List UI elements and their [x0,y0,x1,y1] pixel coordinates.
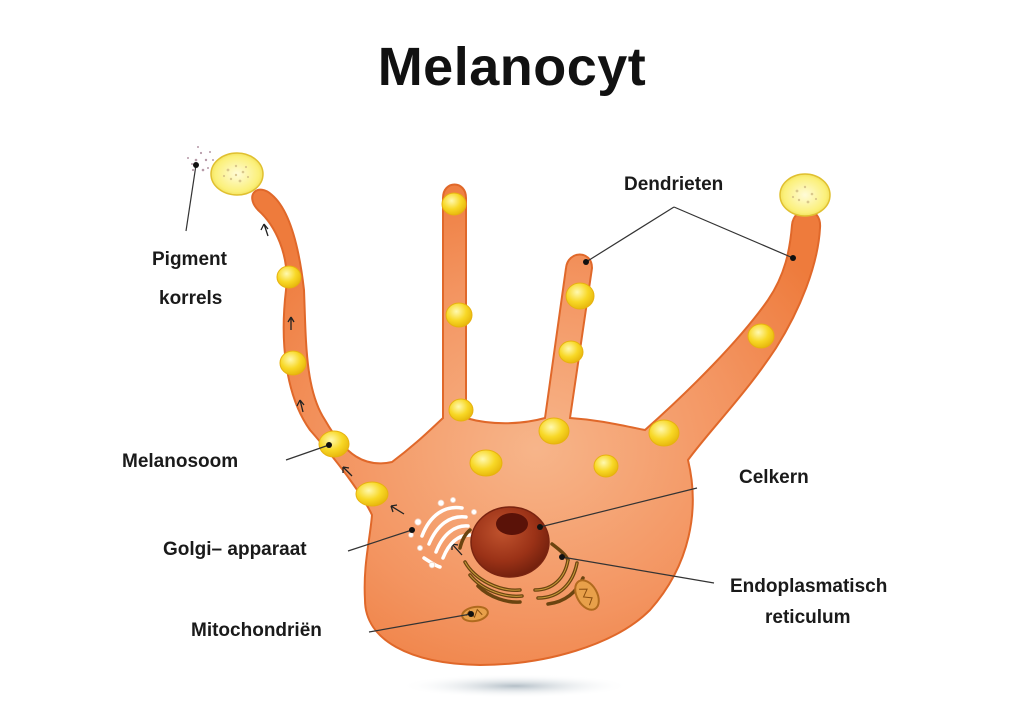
leader-dendrieten-1 [585,206,675,263]
leader-dots [193,162,796,617]
label-pigment-line2: korrels [159,288,223,309]
diagram-title: Melanocyt [377,37,647,97]
nucleolus [496,513,528,535]
nucleus [470,506,550,578]
label-dendrieten: Dendrieten [624,174,724,195]
label-er-line2: reticulum [765,607,851,628]
label-melanosoom: Melanosoom [122,451,239,472]
label-pigment-line1: Pigment [152,249,227,270]
mitochondrion-right [574,579,600,611]
leader-mitochondrien [368,613,472,633]
leader-er [561,556,715,584]
cell-body [251,183,822,667]
leader-celkern [539,487,698,528]
label-er-line1: Endoplasmatisch [730,576,888,597]
pigment-granule-left [210,152,264,196]
golgi-vesicles [408,496,477,569]
leader-dendrieten-2 [673,206,794,259]
label-golgi: Golgi– apparaat [163,539,307,560]
melanosomes [276,192,775,507]
leader-melanosoom [285,444,330,461]
scattered-pigment-particles [187,146,214,172]
leader-pigment [185,164,197,232]
leader-lines [185,164,794,633]
label-mitochondrien: Mitochondriën [191,620,322,641]
pigment-granule-right [779,173,831,217]
endoplasmic-reticulum-highlight [464,559,578,599]
leader-golgi [347,529,413,552]
label-celkern: Celkern [739,467,809,488]
mitochondrion-left [461,605,489,623]
cell-shadow [400,674,630,698]
